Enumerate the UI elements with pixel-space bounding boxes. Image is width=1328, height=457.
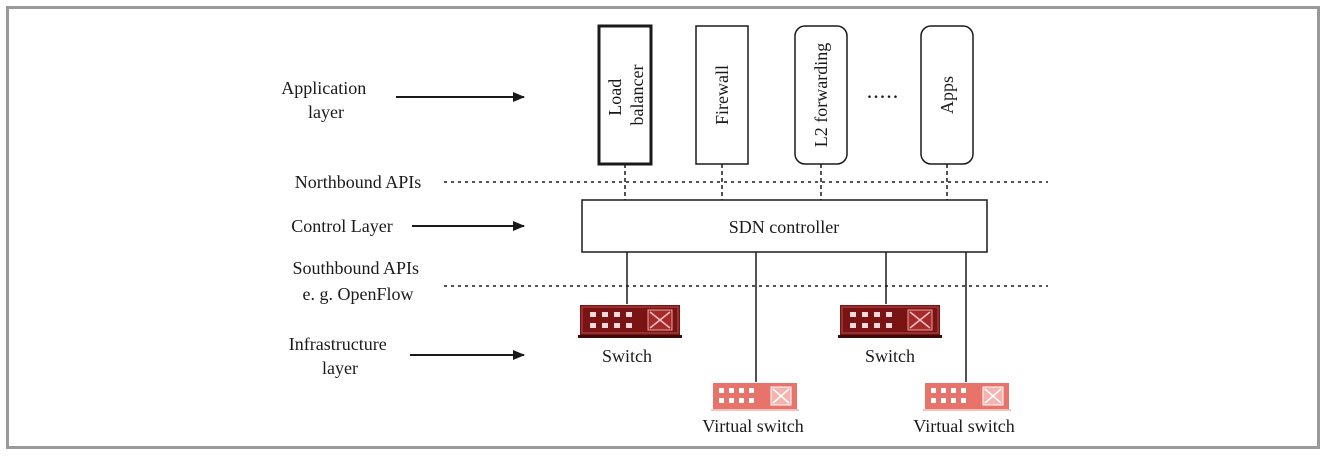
- southbound-apis-label: Southbound APIs e. g. OpenFlow: [292, 258, 423, 304]
- svg-text:SDN controller: SDN controller: [729, 217, 839, 237]
- app-apps: Apps: [920, 25, 974, 165]
- sdn-controller: SDN controller: [581, 199, 988, 253]
- app-l2-forwarding: L2 forwarding: [794, 25, 848, 165]
- virtual-switch-1: Virtual switch: [702, 382, 804, 436]
- svg-text:Virtual switch: Virtual switch: [702, 416, 803, 436]
- svg-text:Firewall: Firewall: [712, 65, 732, 125]
- physical-switch-1: Switch: [577, 304, 683, 366]
- application-layer-label: Application layer: [281, 78, 370, 122]
- svg-text:Virtual switch: Virtual switch: [913, 416, 1014, 436]
- control-layer-label: Control Layer: [291, 216, 392, 236]
- northbound-apis-label: Northbound APIs: [295, 172, 422, 192]
- svg-text:Switch: Switch: [865, 346, 915, 366]
- infrastructure-layer-label: Infrastructure layer: [289, 334, 391, 378]
- app-firewall: Firewall: [695, 25, 749, 165]
- app-load-balancer: Load balancer: [597, 24, 653, 166]
- southbound-connectors: [626, 252, 967, 382]
- svg-text:Switch: Switch: [602, 346, 652, 366]
- northbound-connectors: [624, 164, 948, 200]
- svg-text:Apps: Apps: [937, 76, 957, 114]
- svg-text:L2 forwarding: L2 forwarding: [811, 43, 831, 147]
- physical-switch-2: Switch: [837, 304, 943, 366]
- more-apps-ellipsis: .....: [867, 78, 900, 103]
- svg-text:Load balancer: Load balancer: [605, 65, 647, 126]
- virtual-switch-2: Virtual switch: [913, 382, 1015, 436]
